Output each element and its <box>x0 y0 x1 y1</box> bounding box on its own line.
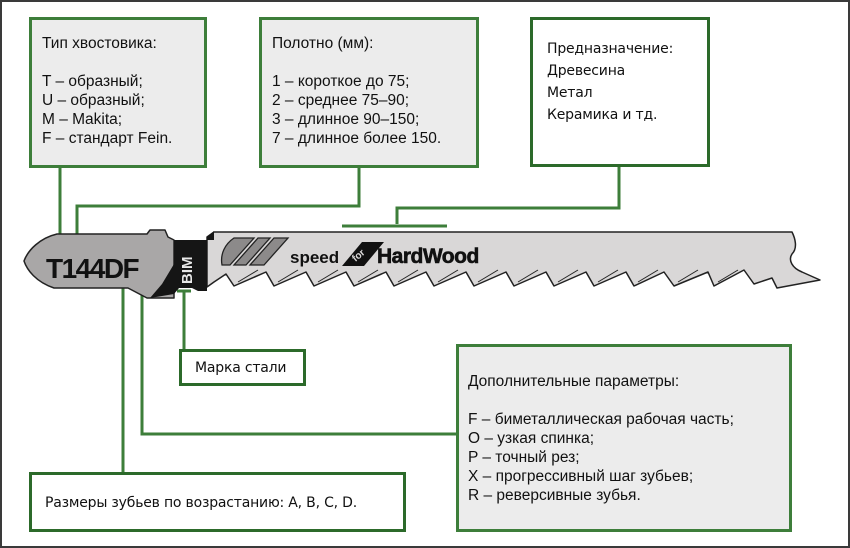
extra-params-title: Дополнительные параметры: <box>468 373 680 390</box>
purpose-item: Древесина <box>547 63 626 79</box>
connector-length <box>75 167 361 248</box>
extra-params-item: O – узкая спинка; <box>468 430 594 447</box>
blade-print-speed: speed <box>290 248 339 267</box>
blade-print-hardwood: HardWood <box>377 245 479 268</box>
shank-type-item: U – образный; <box>42 92 145 109</box>
extra-params-item: R – реверсивные зубья. <box>468 487 641 504</box>
blade-length-item: 1 – короткое до 75; <box>272 73 410 90</box>
shank-type-box: Тип хвостовика: T – образный; U – образн… <box>29 17 207 168</box>
jigsaw-blade: for speed HardWood T144DF BIM <box>23 229 821 299</box>
blade-length-item: 7 – длинное более 150. <box>272 130 442 147</box>
connector-extra <box>140 282 457 436</box>
shank-type-item: M – Makita; <box>42 111 123 128</box>
blade-length-box: Полотно (мм): 1 – короткое до 75; 2 – ср… <box>259 17 479 168</box>
purpose-box: Предназначение: Древесина Метал Керамика… <box>530 17 710 167</box>
teeth-size-box: Размеры зубьев по возрастанию: A, B, C, … <box>29 472 406 532</box>
blade-code: T144DF <box>46 253 140 284</box>
blade-steel-band <box>150 231 214 298</box>
blade-teeth-bevels <box>237 269 739 283</box>
purpose-item: Керамика и тд. <box>547 107 658 123</box>
connector-purpose <box>395 165 621 224</box>
shank-type-title: Тип хвостовика: <box>42 35 157 52</box>
extra-params-box: Дополнительные параметры: F – биметаллич… <box>456 344 792 532</box>
steel-mark-text: Марка стали <box>195 360 287 376</box>
shank-type-item: F – стандарт Fein. <box>42 130 173 147</box>
extra-params-item: X – прогрессивный шаг зубьев; <box>468 468 694 485</box>
extra-params-item: P – точный рез; <box>468 449 580 466</box>
blade-stripes <box>220 237 290 266</box>
blade-for-badge <box>342 242 384 266</box>
blade-shank <box>23 229 175 299</box>
steel-mark-label: BIM <box>179 257 196 285</box>
steel-mark-box: Марка стали <box>179 349 306 386</box>
shank-type-item: T – образный; <box>42 73 143 90</box>
blade-length-item: 3 – длинное 90–150; <box>272 111 420 128</box>
purpose-title: Предназначение: <box>547 41 674 57</box>
blade-length-item: 2 – среднее 75–90; <box>272 92 410 109</box>
teeth-size-text: Размеры зубьев по возрастанию: A, B, C, … <box>45 495 357 511</box>
purpose-item: Метал <box>547 85 593 101</box>
extra-params-item: F – биметаллическая рабочая часть; <box>468 411 734 428</box>
blade-length-title: Полотно (мм): <box>272 35 374 52</box>
